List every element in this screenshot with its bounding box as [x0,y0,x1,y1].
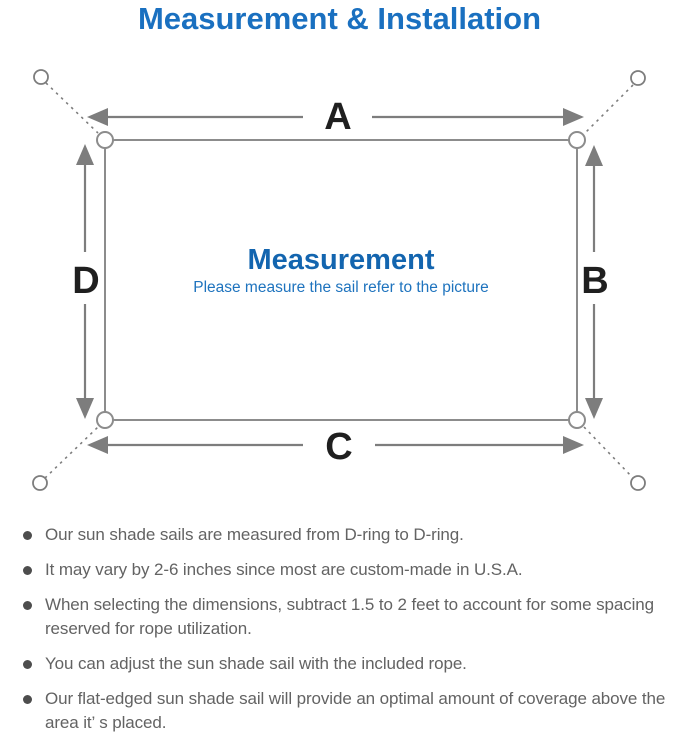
arrow-b-head-bottom-icon [585,398,603,419]
list-item: Our sun shade sails are measured from D-… [23,523,671,547]
bullet-icon [23,601,32,610]
bullet-icon [23,695,32,704]
d-ring-icon-bottom-left [96,411,114,429]
arrow-d-head-top-icon [76,144,94,165]
d-ring-icon-top-right [568,131,586,149]
bullet-icon [23,566,32,575]
arrow-a-head-left-icon [87,108,108,126]
diagram-heading: Measurement [248,244,435,276]
arrow-b-head-top-icon [585,145,603,166]
d-ring-icon-bottom-right [568,411,586,429]
bullet-icon [23,531,32,540]
arrow-c-head-left-icon [87,436,108,454]
anchor-point-icon-bottom-left [32,475,48,491]
dimension-label-a: A [324,96,351,138]
d-ring-icon-top-left [96,131,114,149]
arrow-c-head-right-icon [563,436,584,454]
dimension-label-b: B [581,260,608,302]
list-item: Our flat-edged sun shade sail will provi… [23,687,671,735]
sail-outline [104,139,578,421]
rope-line-top-left [45,82,99,134]
note-text: Our flat-edged sun shade sail will provi… [45,689,666,732]
note-text: When selecting the dimensions, subtract … [45,595,654,638]
anchor-point-icon-bottom-right [630,475,646,491]
list-item: When selecting the dimensions, subtract … [23,593,671,641]
rope-line-top-right [583,84,634,135]
dimension-label-c: C [325,426,352,468]
note-text: It may vary by 2-6 inches since most are… [45,560,523,579]
diagram-subtitle: Please measure the sail refer to the pic… [193,279,489,296]
note-text: Our sun shade sails are measured from D-… [45,525,464,544]
rope-line-bottom-left [44,426,99,479]
page-title: Measurement & Installation [137,1,542,36]
list-item: You can adjust the sun shade sail with t… [23,652,671,676]
rope-line-bottom-right [583,426,634,479]
anchor-point-icon-top-right [630,70,646,86]
bullet-icon [23,660,32,669]
notes-list: Our sun shade sails are measured from D-… [23,523,671,739]
dimension-label-d: D [72,260,99,302]
note-text: You can adjust the sun shade sail with t… [45,654,467,673]
measurement-diagram: A B C D Measurement Please measure the s… [32,69,646,491]
anchor-point-icon-top-left [33,69,49,85]
arrow-d-head-bottom-icon [76,398,94,419]
list-item: It may vary by 2-6 inches since most are… [23,558,671,582]
arrow-a-head-right-icon [563,108,584,126]
